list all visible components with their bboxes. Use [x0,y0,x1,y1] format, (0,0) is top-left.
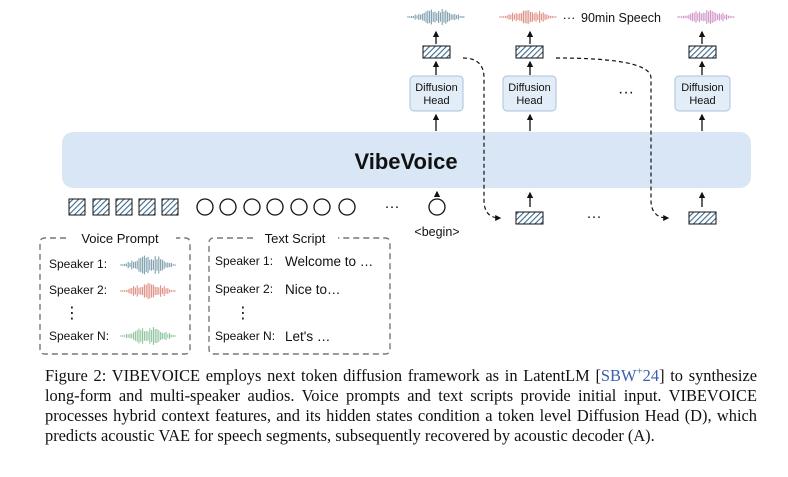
vibevoice-model-block [62,132,751,188]
output-waveform-1 [407,9,465,25]
diffusion-head-label-line1: Diffusion [681,82,724,94]
text-token-5 [290,198,308,216]
figure-caption: Figure 2: VIBEVOICE employs next token d… [45,366,757,446]
voice-token-3 [115,198,133,216]
output-token-2 [515,45,544,59]
voice-token-2 [92,198,110,216]
voice-speaker-n-label: Speaker N: [49,329,109,343]
caption-text-3: processes hybrid context features, and i… [45,406,757,445]
text-vertical-ellipsis: ⋮ [235,305,251,322]
output-token-1 [422,45,451,59]
diffusion-head-2: Diffusion Head [502,75,557,112]
voice-speaker-2-label: Speaker 2: [49,283,107,297]
architecture-diagram: VibeVoice ··· 90min Speech Diffusion Hea… [39,9,751,355]
text-token-6 [313,198,331,216]
voice-token-4 [138,198,156,216]
gen-tokens-ellipsis: ··· [587,208,602,225]
begin-token [428,198,446,216]
output-token-3 [688,45,717,59]
voice-vertical-ellipsis: ⋮ [64,305,80,322]
figure-label: Figure 2: [45,366,107,385]
voice-speaker-1-label: Speaker 1: [49,257,107,271]
text-script-title: Text Script [265,231,326,246]
diffusion-head-label-line1: Diffusion [508,82,551,94]
text-speaker-1-script: Welcome to … [285,254,373,269]
caption-text-2: ] to synthesize long-form and multi-spea… [45,366,758,405]
caption-text-1: employs next token diffusion framework a… [200,366,601,385]
feedback-dashed-arrow-2 [555,57,670,221]
text-speaker-2-script: Nice to… [285,282,341,297]
text-token-2 [219,198,237,216]
diffusion-head-label-line2: Head [516,95,542,107]
feedback-dashed-arrow-1 [462,57,502,221]
model-name-smallcaps: VIBEVOICE [111,366,201,385]
output-ellipsis: ··· [563,10,576,25]
text-speaker-2-label: Speaker 2: [215,282,273,296]
model-name: VibeVoice [354,149,457,174]
input-gen-token-2 [688,211,717,225]
citation-link[interactable]: SBW+24 [600,365,660,385]
model-name-smallcaps-2: VIBEVOICE [668,386,757,405]
diffusion-head-label-line1: Diffusion [415,82,458,94]
diffusion-head-label-line2: Head [689,95,715,107]
text-token-7 [338,198,356,216]
diffusion-head-1: Diffusion Head [409,75,464,112]
output-waveform-3 [677,9,735,25]
voice-token-5 [161,198,179,216]
text-script-box: Text Script Speaker 1: Welcome to … Spea… [208,231,391,355]
input-ellipsis: ··· [385,198,400,215]
voice-speaker-n-waveform [120,327,176,345]
begin-token-label: <begin> [414,225,459,239]
output-waveform-2 [499,10,557,24]
voice-prompt-box: Voice Prompt Speaker 1: Speaker 2: ⋮ Spe… [39,231,191,355]
text-token-1 [196,198,214,216]
text-speaker-1-label: Speaker 1: [215,254,273,268]
voice-speaker-1-waveform [120,255,176,275]
text-token-3 [243,198,261,216]
duration-label: 90min Speech [581,11,661,25]
text-speaker-n-label: Speaker N: [215,329,275,343]
voice-speaker-2-waveform [120,283,176,299]
voice-prompt-title: Voice Prompt [81,231,159,246]
heads-ellipsis: ··· [618,84,634,101]
diffusion-head-label-line2: Head [423,95,449,107]
text-speaker-n-script: Let's … [285,329,330,344]
input-gen-token-1 [515,211,544,225]
text-token-4 [266,198,284,216]
diffusion-head-3: Diffusion Head [674,75,731,112]
voice-token-1 [68,198,86,216]
